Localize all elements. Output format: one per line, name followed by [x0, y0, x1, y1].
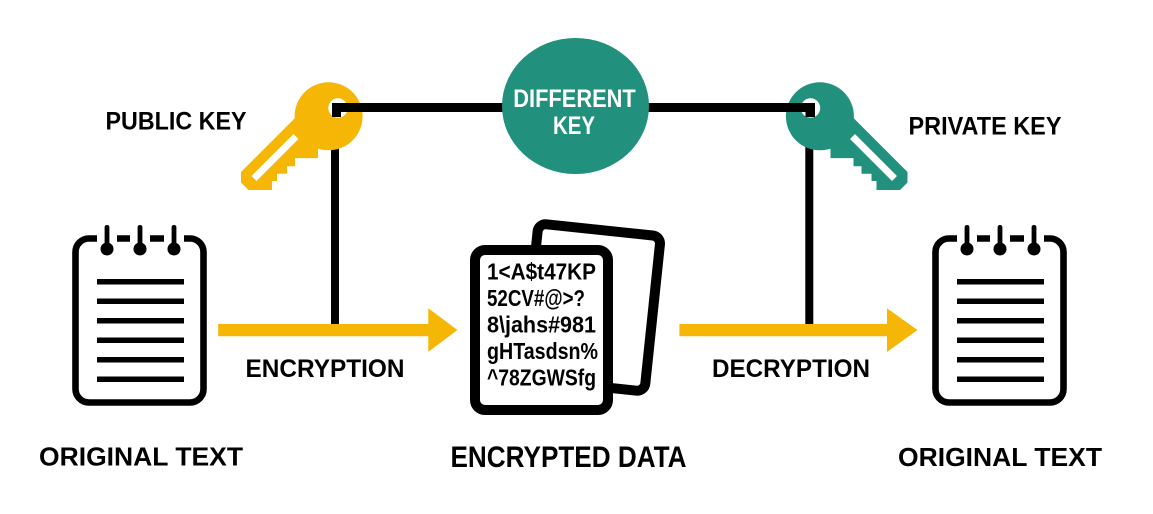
svg-text:52CV#@>?: 52CV#@>?: [487, 285, 585, 311]
svg-text:ENCRYPTION: ENCRYPTION: [246, 355, 405, 383]
svg-text:ENCRYPTED DATA: ENCRYPTED DATA: [451, 441, 687, 474]
svg-text:ORIGINAL TEXT: ORIGINAL TEXT: [898, 442, 1102, 472]
svg-text:DECRYPTION: DECRYPTION: [712, 355, 870, 383]
svg-text:^78ZGWSfg: ^78ZGWSfg: [487, 365, 596, 391]
svg-text:8\jahs#981: 8\jahs#981: [487, 312, 596, 338]
svg-text:ORIGINAL TEXT: ORIGINAL TEXT: [39, 442, 243, 472]
svg-text:DIFFERENT: DIFFERENT: [513, 85, 636, 113]
svg-text:PRIVATE KEY: PRIVATE KEY: [909, 113, 1062, 141]
svg-text:PUBLIC KEY: PUBLIC KEY: [106, 108, 247, 136]
svg-text:KEY: KEY: [553, 112, 595, 140]
svg-text:1<A$t47KP: 1<A$t47KP: [487, 259, 596, 285]
svg-text:gHTasdsn%: gHTasdsn%: [487, 338, 598, 364]
